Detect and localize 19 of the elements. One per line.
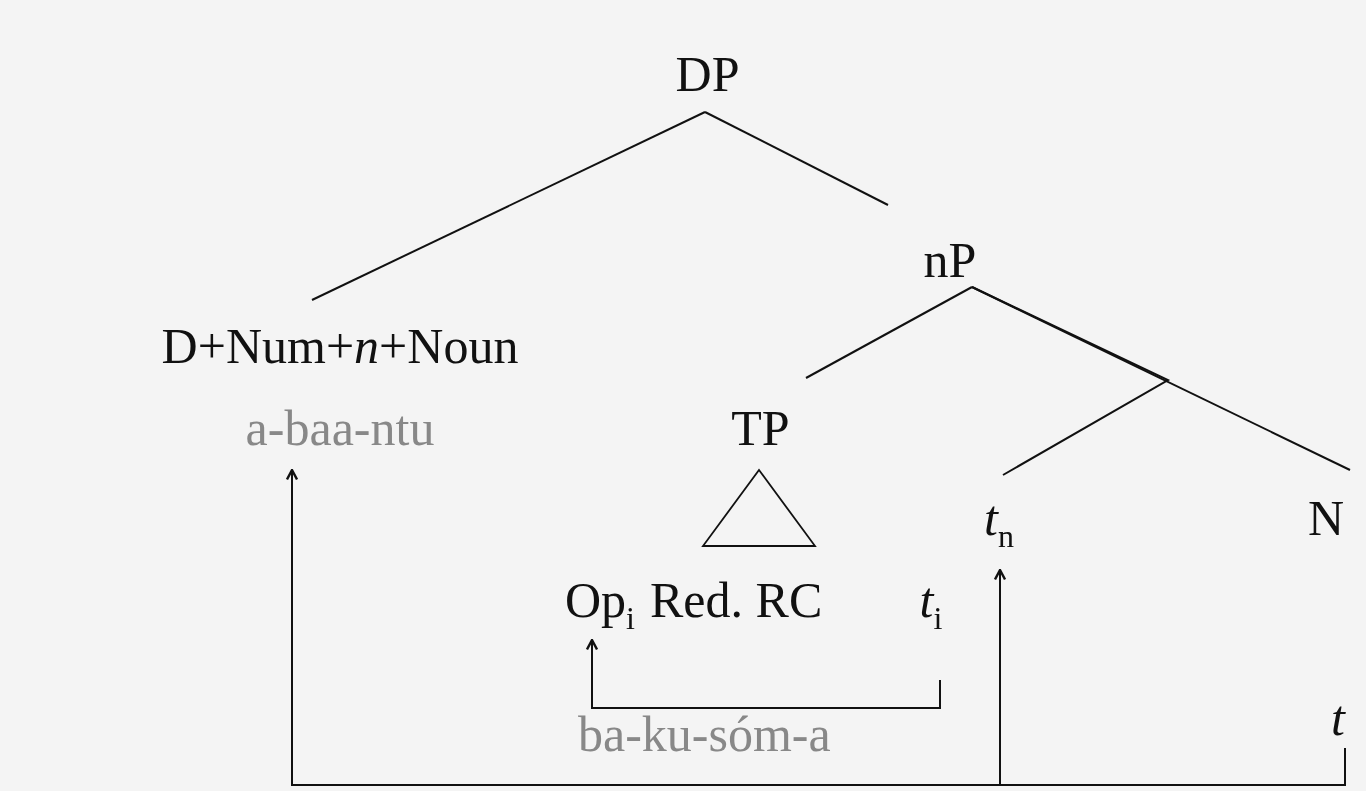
tree-node-label: nP	[900, 232, 1000, 290]
tree-branch	[311, 111, 706, 301]
movement-arrow	[585, 638, 941, 709]
gloss-text: ba-ku-sóm-a	[578, 706, 831, 762]
tree-branch	[805, 286, 973, 379]
movement-arrow	[993, 568, 1346, 786]
tree-node-label: TP	[713, 400, 808, 458]
tree-node-label: DP	[655, 46, 760, 104]
tree-node-label: D+Num+n+Noun	[161, 318, 519, 374]
tree-branch	[704, 111, 889, 206]
tree-leaf-text: Red. RC	[650, 572, 823, 628]
tree-node-label: t$_{i}$	[903, 572, 959, 636]
tree-branch	[971, 286, 1351, 471]
gloss-text: a-baa-ntu	[245, 400, 435, 456]
tree-node-label: t	[1318, 690, 1358, 748]
tree-node-label: N	[1296, 490, 1356, 548]
triangle-symbol	[701, 468, 817, 547]
tree-node-label: Op$_{i}$	[562, 572, 638, 638]
tree-node-label: t$_{n}$	[968, 490, 1030, 566]
